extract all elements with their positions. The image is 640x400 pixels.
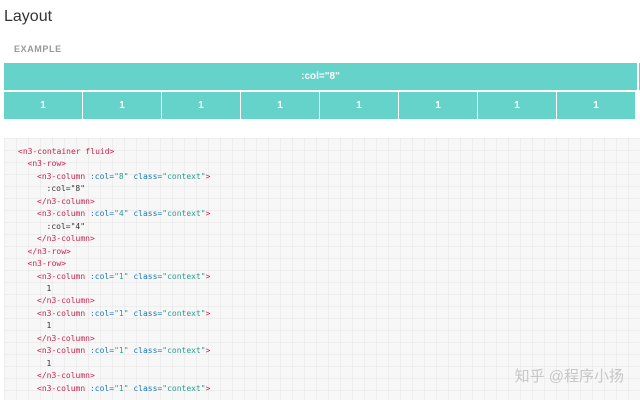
code-line: </n3-column> (37, 370, 95, 382)
code-token: :col= (89, 171, 115, 181)
demo-cell-col-1: 1 (4, 92, 82, 119)
code-token: :col= (89, 308, 115, 318)
code-token: </n3-column> (37, 196, 95, 206)
code-token: "4" (114, 209, 129, 219)
demo-cell-col-1: 1 (399, 92, 477, 119)
code-line: </n3-column> (37, 196, 95, 208)
code-token: "context" (162, 383, 206, 393)
code-token: </n3-column> (37, 234, 95, 244)
code-line: 1 (47, 358, 52, 370)
code-token: :col= (89, 383, 115, 393)
code-line: </n3-column> (37, 233, 95, 245)
code-token: "1" (114, 271, 129, 281)
code-token: 1 (46, 283, 52, 293)
demo-cell-col-1: 1 (241, 92, 319, 119)
demo-cell-col-1: 1 (478, 92, 556, 119)
watermark: 知乎 @程序小扬 (514, 368, 624, 385)
example-label: EXAMPLE (14, 44, 62, 54)
code-token: > (205, 346, 211, 356)
code-token: :col= (89, 346, 115, 356)
code-line: </n3-column> (37, 295, 95, 307)
code-line: 1 (47, 320, 52, 332)
code-token: :col="4" (46, 221, 86, 231)
code-token: :col= (89, 209, 115, 219)
code-token: :col="8" (46, 184, 86, 194)
code-line: <n3-column :col="1" class="context"> (37, 308, 210, 320)
code-token: <n3-row> (27, 259, 67, 269)
code-token: "1" (114, 383, 129, 393)
code-token: "context" (162, 346, 206, 356)
code-token: <n3-column (37, 271, 90, 281)
code-token: <n3-column (37, 346, 90, 356)
demo-row-wide: :col="8" (4, 63, 640, 90)
code-line: <n3-column :col="4" class="context"> (37, 208, 210, 220)
demo-cell-col-8: :col="8" (4, 63, 637, 90)
code-token: "8" (114, 171, 129, 181)
code-token: "1" (114, 346, 129, 356)
code-token: </n3-column> (37, 371, 95, 381)
code-line: <n3-column :col="1" class="context"> (37, 345, 210, 357)
code-token: class= (128, 171, 163, 181)
code-token: "context" (162, 271, 206, 281)
code-token: > (205, 171, 211, 181)
demo-cell-col-1: 1 (83, 92, 161, 119)
code-token: > (205, 271, 211, 281)
code-token: "context" (162, 308, 206, 318)
grid-demo: :col="8" 1 1 1 1 1 1 1 1 (4, 63, 640, 119)
code-line: 1 (47, 283, 52, 295)
demo-row-narrow: 1 1 1 1 1 1 1 1 (4, 92, 640, 119)
code-token: > (205, 308, 211, 318)
code-token: "context" (162, 171, 206, 181)
code-token: </n3-column> (37, 296, 95, 306)
demo-cell-col-1: 1 (557, 92, 635, 119)
code-token: class= (128, 308, 163, 318)
code-token: class= (128, 271, 163, 281)
code-token: <n3-column (37, 308, 90, 318)
code-token: "context" (162, 209, 206, 219)
code-token: <n3-column (37, 209, 90, 219)
code-block[interactable]: <n3-container fluid> <n3-row> <n3-column :… (4, 138, 640, 400)
code-line: <n3-row> (28, 158, 67, 170)
code-token: </n3-row> (27, 246, 71, 256)
page-title: Layout (4, 8, 53, 25)
code-token: class= (128, 346, 163, 356)
code-token: </n3-column> (37, 333, 95, 343)
code-token: <n3-container fluid> (18, 147, 115, 156)
code-line: </n3-row> (28, 246, 71, 258)
code-line: :col="4" (47, 221, 86, 233)
code-token: <n3-row> (27, 159, 67, 169)
code-line: <n3-column :col="8" class="context"> (37, 171, 210, 183)
code-token: 1 (46, 321, 52, 331)
code-token: 1 (46, 358, 52, 368)
code-line: :col="8" (47, 183, 86, 195)
code-line: <n3-row> (28, 258, 67, 270)
code-token: <n3-column (37, 383, 90, 393)
code-token: class= (128, 383, 163, 393)
demo-cell-col-1: 1 (320, 92, 398, 119)
demo-cell-col-1: 1 (162, 92, 240, 119)
code-token: > (205, 209, 211, 219)
code-token: > (205, 383, 211, 393)
code-line: </n3-column> (37, 333, 95, 345)
code-line: <n3-column :col="1" class="context"> (37, 383, 210, 395)
code-line: <n3-container fluid> (18, 146, 114, 158)
code-token: :col= (89, 271, 115, 281)
code-token: <n3-column (37, 171, 90, 181)
code-token: class= (128, 209, 163, 219)
code-line: <n3-column :col="1" class="context"> (37, 271, 210, 283)
code-token: "1" (114, 308, 129, 318)
